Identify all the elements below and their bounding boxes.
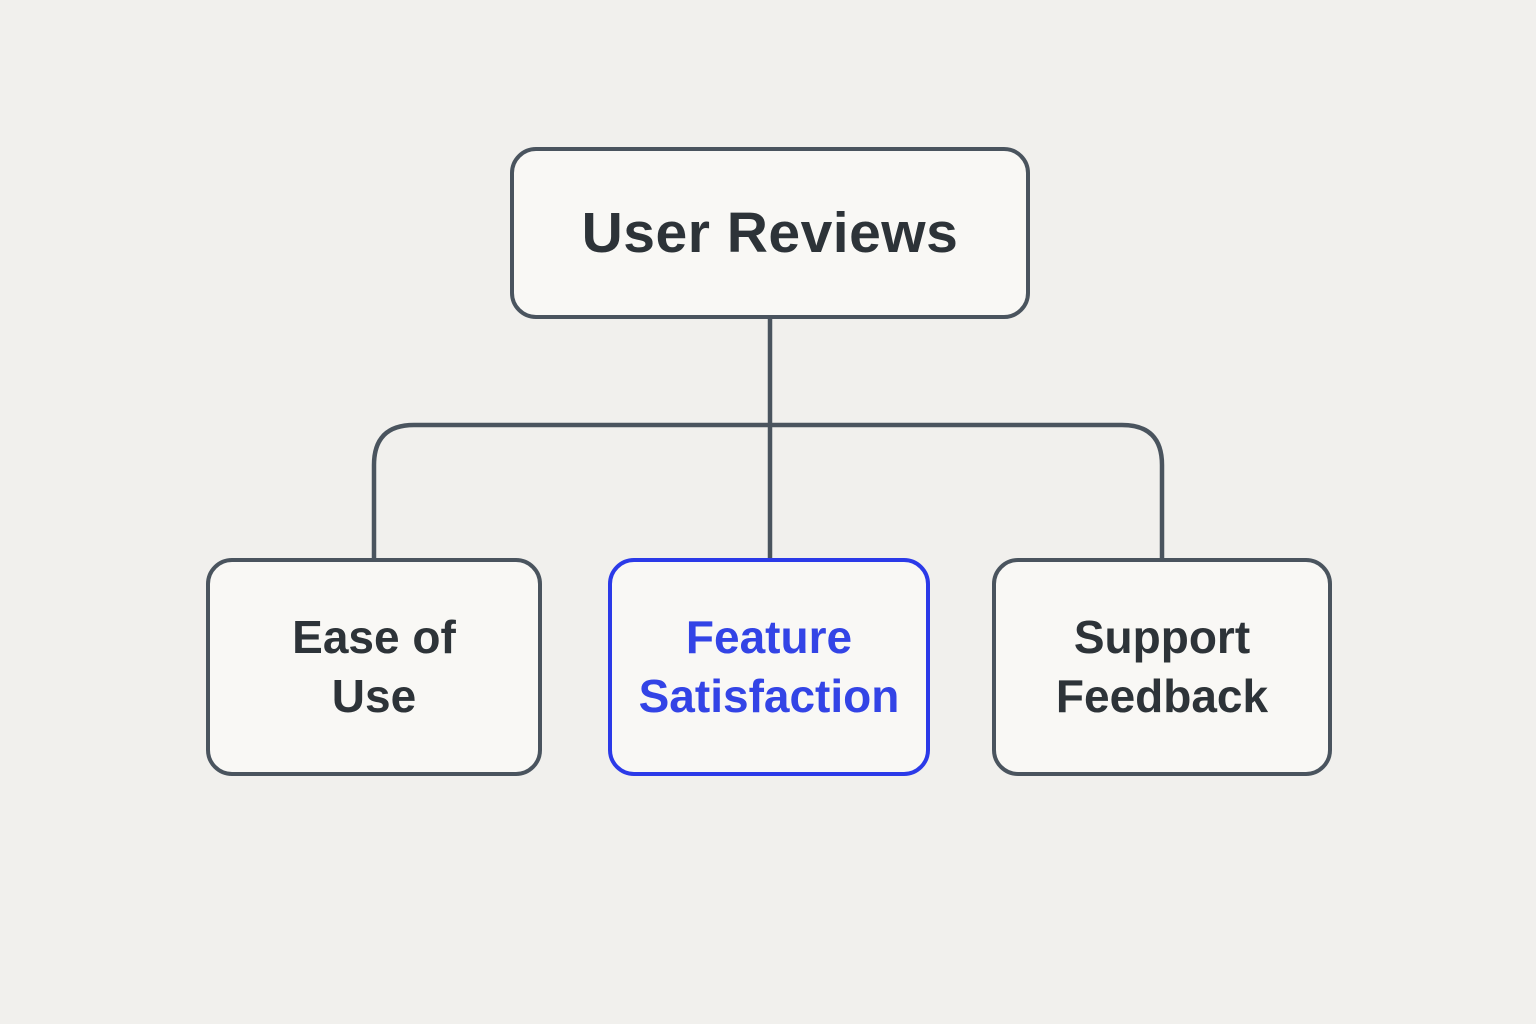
connector-rail-left-right	[371, 422, 1165, 560]
node-user-reviews[interactable]: User Reviews	[510, 147, 1030, 319]
node-support-feedback-label: Support Feedback	[1055, 611, 1269, 722]
node-user-reviews-label: User Reviews	[581, 201, 959, 265]
node-feature-satisfaction[interactable]: Feature Satisfaction	[608, 558, 930, 776]
node-support-feedback[interactable]: Support Feedback	[992, 558, 1332, 776]
node-ease-of-use[interactable]: Ease of Use	[206, 558, 542, 776]
node-ease-of-use-label: Ease of Use	[292, 611, 456, 722]
node-feature-satisfaction-label: Feature Satisfaction	[638, 611, 900, 722]
